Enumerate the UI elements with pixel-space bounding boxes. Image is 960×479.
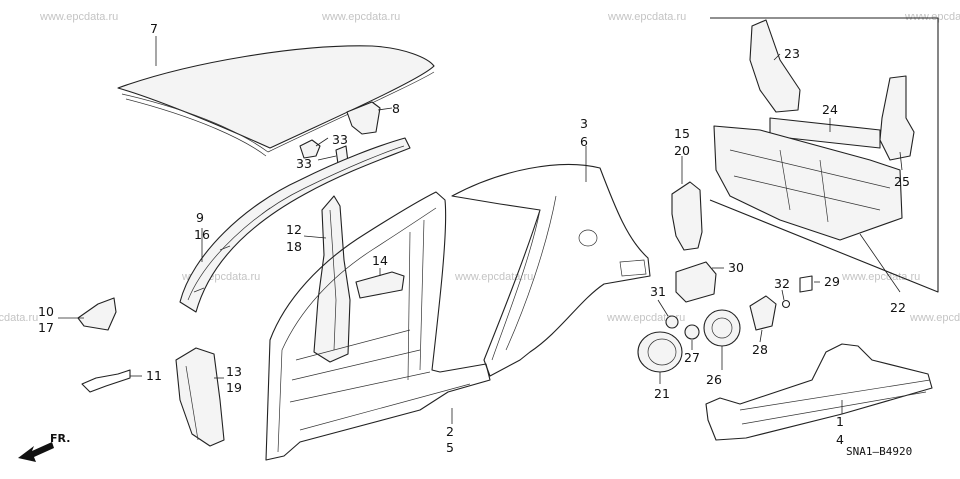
leader-lines xyxy=(58,36,903,424)
callout-33: 33 xyxy=(332,132,348,147)
watermark-text: www.epcdata.ru xyxy=(904,11,960,23)
rear-side-bracket xyxy=(879,75,915,161)
fuel-lid xyxy=(637,331,683,373)
callout-2: 2 xyxy=(446,424,454,439)
center-pillar xyxy=(313,195,351,363)
callout-11: 11 xyxy=(146,368,162,383)
callout-8: 8 xyxy=(392,101,400,116)
callout-10: 10 xyxy=(38,304,54,319)
rear-panel-group-frame xyxy=(709,17,939,293)
front-pillar-lower xyxy=(175,347,225,447)
callout-31: 31 xyxy=(650,284,666,299)
callout-7: 7 xyxy=(150,21,158,36)
callout-17: 17 xyxy=(38,320,54,335)
roof-panel xyxy=(117,45,435,157)
callout-14: 14 xyxy=(372,253,388,268)
reinforcement-plate xyxy=(355,271,405,299)
callout-20: 20 xyxy=(674,143,690,158)
callout-25: 25 xyxy=(894,174,910,189)
callout-1: 1 xyxy=(836,414,844,429)
rear-panel xyxy=(713,125,903,241)
grommet xyxy=(665,315,679,329)
rear-pillar-inner xyxy=(749,19,801,113)
clip xyxy=(799,275,813,293)
callout-24: 24 xyxy=(822,102,838,117)
side-sill xyxy=(705,343,933,441)
rear-quarter-panel xyxy=(451,163,651,377)
callout-9: 9 xyxy=(196,210,204,225)
callout-26: 26 xyxy=(706,372,722,387)
callout-5: 5 xyxy=(446,440,454,455)
outer-side-panel xyxy=(265,191,491,461)
diagram-code: SNA1—B4920 xyxy=(846,445,912,458)
rear-panel-upper xyxy=(769,117,881,149)
callout-27: 27 xyxy=(684,350,700,365)
front-direction-arrow-icon xyxy=(18,442,54,462)
watermark-text: www.epcdata.ru xyxy=(321,11,400,23)
screw xyxy=(781,299,791,309)
watermark-text: www.epcdata.ru xyxy=(909,312,960,324)
rear-inner-bracket xyxy=(671,181,703,251)
front-direction-label: FR. xyxy=(50,432,70,445)
callout-3: 3 xyxy=(580,116,588,131)
callout-21: 21 xyxy=(654,386,670,401)
callout-33: 33 xyxy=(296,156,312,171)
roof-rail-bracket xyxy=(346,101,381,135)
fuel-filler-base xyxy=(703,309,741,347)
a-pillar-bracket xyxy=(77,297,117,331)
callout-28: 28 xyxy=(752,342,768,357)
callout-18: 18 xyxy=(286,239,302,254)
roof-side-rail xyxy=(179,137,411,313)
callout-13: 13 xyxy=(226,364,242,379)
watermark-text: www.epcdata.ru xyxy=(841,271,920,283)
callout-12: 12 xyxy=(286,222,302,237)
watermark-text: www.epcdata.ru xyxy=(607,11,686,23)
callout-19: 19 xyxy=(226,380,242,395)
callout-22: 22 xyxy=(890,300,906,315)
watermark-text: www.epcdata.ru xyxy=(606,312,685,324)
callout-32: 32 xyxy=(774,276,790,291)
seal-ring xyxy=(684,324,700,340)
watermark-text: www.epcdata.ru xyxy=(0,312,38,324)
watermark-text: www.epcdata.ru xyxy=(454,271,533,283)
callout-16: 16 xyxy=(194,227,210,242)
fuel-lid-box xyxy=(675,261,717,303)
callout-29: 29 xyxy=(824,274,840,289)
callout-30: 30 xyxy=(728,260,744,275)
lid-opener-bracket xyxy=(749,295,777,331)
stay-bracket xyxy=(81,369,131,393)
callout-6: 6 xyxy=(580,134,588,149)
callout-15: 15 xyxy=(674,126,690,141)
callout-4: 4 xyxy=(836,432,844,447)
watermark-text: www.epcdata.ru xyxy=(39,11,118,23)
callout-23: 23 xyxy=(784,46,800,61)
